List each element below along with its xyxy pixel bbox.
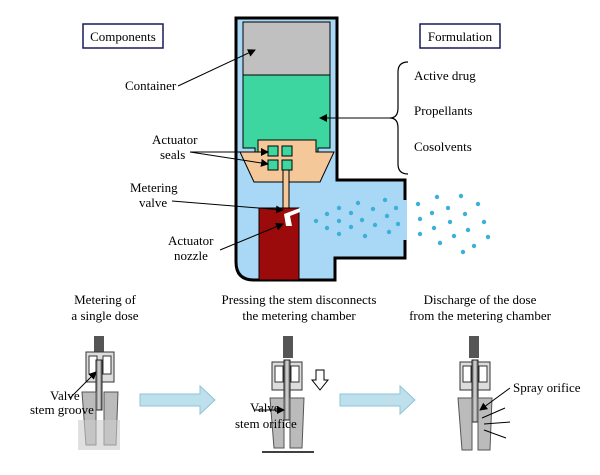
- svg-text:Spray orifice: Spray orifice: [513, 380, 581, 395]
- svg-text:nozzle: nozzle: [174, 248, 208, 263]
- svg-text:Metering: Metering: [130, 180, 178, 195]
- canister: [242, 21, 331, 76]
- step-2-caption: Pressing the stem disconnects the meteri…: [222, 292, 377, 323]
- label-actuator-seals: Actuator seals: [152, 132, 269, 167]
- inhaler-main: [234, 16, 491, 282]
- formulation-item: Active drug: [414, 68, 476, 83]
- step-1-valve: [69, 336, 120, 450]
- svg-text:stem orifice: stem orifice: [235, 416, 297, 431]
- formulation-item: Cosolvents: [414, 139, 472, 154]
- spray-plume: [313, 193, 491, 255]
- svg-text:Components: Components: [90, 29, 156, 44]
- label-actuator-nozzle: Actuator nozzle: [168, 222, 284, 263]
- label-spray-orifice: Spray orifice: [513, 380, 581, 395]
- svg-text:valve: valve: [139, 195, 167, 210]
- seal-upper-right: [281, 145, 293, 157]
- label-valve-stem-groove: Valve stem groove: [30, 388, 94, 417]
- formulation-list: Active drug Propellants Cosolvents: [319, 61, 476, 175]
- svg-text:Valve: Valve: [250, 400, 280, 415]
- svg-text:Container: Container: [125, 78, 177, 93]
- seal-lower-left: [267, 159, 279, 171]
- press-down-arrow: [310, 369, 330, 391]
- svg-text:the metering chamber: the metering chamber: [242, 308, 356, 323]
- label-valve-stem-orifice: Valve stem orifice: [235, 400, 297, 431]
- seal-upper-left: [267, 145, 279, 157]
- svg-text:stem groove: stem groove: [30, 402, 94, 417]
- svg-text:Formulation: Formulation: [428, 29, 493, 44]
- svg-text:Actuator: Actuator: [168, 233, 214, 248]
- formulation-item: Propellants: [414, 103, 473, 118]
- step-arrow-1: [139, 384, 216, 416]
- step-3-caption: Discharge of the dose from the metering …: [409, 292, 552, 323]
- nozzle-jet: [284, 208, 300, 226]
- actuator-nozzle-block: [258, 207, 300, 281]
- svg-text:Discharge of the dose: Discharge of the dose: [424, 292, 537, 307]
- components-header: Components: [82, 23, 164, 49]
- svg-text:a single dose: a single dose: [71, 308, 138, 323]
- step-3-valve: [457, 336, 511, 451]
- svg-text:Metering of: Metering of: [74, 292, 136, 307]
- spray-lines: [481, 407, 511, 439]
- seal-lower-right: [281, 159, 293, 171]
- formulation-brace: [389, 61, 409, 175]
- svg-text:seals: seals: [160, 147, 185, 162]
- label-container: Container: [125, 49, 256, 93]
- svg-text:Valve: Valve: [50, 388, 80, 403]
- svg-text:Pressing the stem disconnects: Pressing the stem disconnects: [222, 292, 377, 307]
- step-2-valve: [256, 336, 330, 453]
- formulation-header: Formulation: [419, 23, 501, 49]
- step-arrow-2: [339, 384, 416, 416]
- svg-text:from the metering chamber: from the metering chamber: [409, 308, 552, 323]
- step-1-caption: Metering of a single dose: [71, 292, 138, 323]
- label-metering-valve: Metering valve: [130, 180, 284, 214]
- svg-text:Actuator: Actuator: [152, 132, 198, 147]
